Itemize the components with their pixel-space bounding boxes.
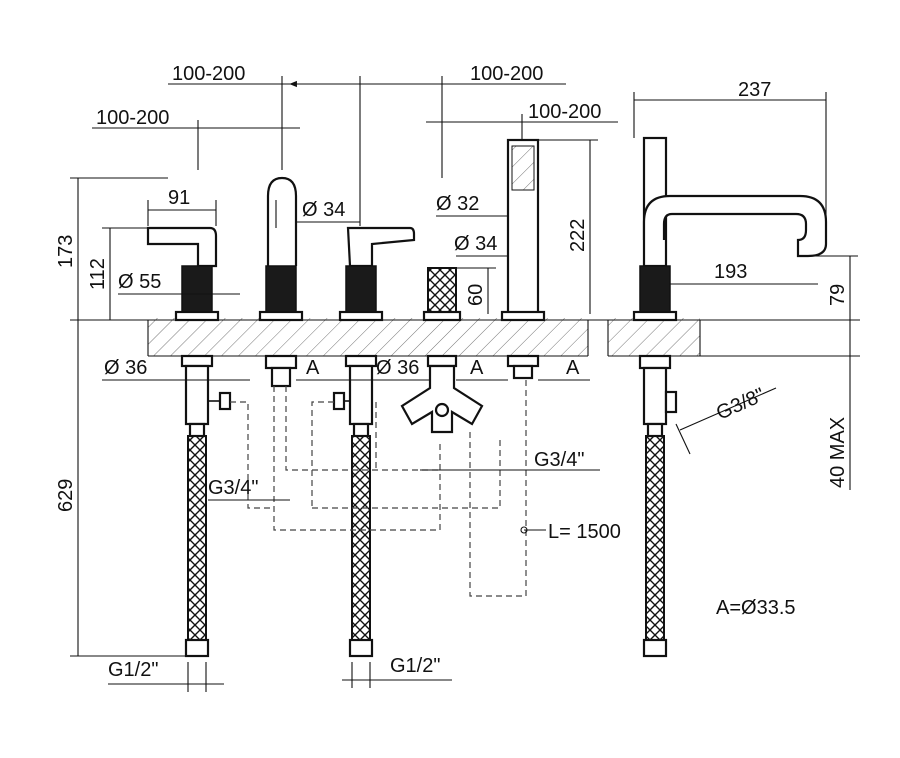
dim-top-spacing-4: 100-200 (528, 101, 601, 123)
swan-spout (258, 176, 304, 388)
label-a-3: A (566, 357, 580, 379)
dim-top-spacing-2: 100-200 (96, 107, 169, 129)
a-definition: A=Ø33.5 (716, 597, 796, 619)
dim-base-diameter: Ø 55 (118, 271, 161, 293)
dimension-lines (70, 76, 860, 692)
label-a-1: A (306, 357, 320, 379)
dim-top-spacing-3: 100-200 (470, 63, 543, 85)
dim-diverter-diameter-top: Ø 32 (436, 193, 479, 215)
hand-shower (500, 138, 546, 380)
right-handle-valve (332, 226, 416, 658)
dim-shank-diameter-mid: Ø 36 (376, 357, 419, 379)
dim-spout-outlet-height: 79 (827, 284, 849, 306)
dim-handshower-height: 222 (567, 219, 589, 252)
label-a-2: A (470, 357, 484, 379)
dim-spout-diameter: Ø 34 (302, 199, 345, 221)
thread-g34-right: G3/4" (534, 449, 584, 471)
thread-g12-left: G1/2" (108, 659, 158, 681)
dim-diverter-diameter-lower: Ø 34 (454, 233, 497, 255)
thread-g34-left: G3/4" (208, 477, 258, 499)
dim-left-height-lever: 112 (87, 258, 109, 290)
dim-diverter-height: 60 (465, 284, 487, 306)
dim-under-deck-height: 629 (55, 479, 77, 512)
dim-spout-projection-width: 237 (738, 79, 771, 101)
dim-top-spacing-1: 100-200 (172, 63, 245, 85)
side-view-spout (632, 136, 828, 658)
thread-g12-mid: G1/2" (390, 655, 440, 677)
hidden-lines (230, 378, 527, 597)
dim-handle-width: 91 (168, 187, 190, 209)
deck-slab (70, 318, 860, 357)
thread-g38: G3/8" (713, 384, 768, 425)
dim-spout-reach: 193 (714, 261, 747, 283)
diverter (400, 267, 484, 434)
deck-max: 40 MAX (827, 417, 849, 488)
dim-shank-diameter-left: Ø 36 (104, 357, 147, 379)
hose-length: L= 1500 (548, 521, 621, 543)
dim-left-height-total: 173 (55, 235, 77, 268)
